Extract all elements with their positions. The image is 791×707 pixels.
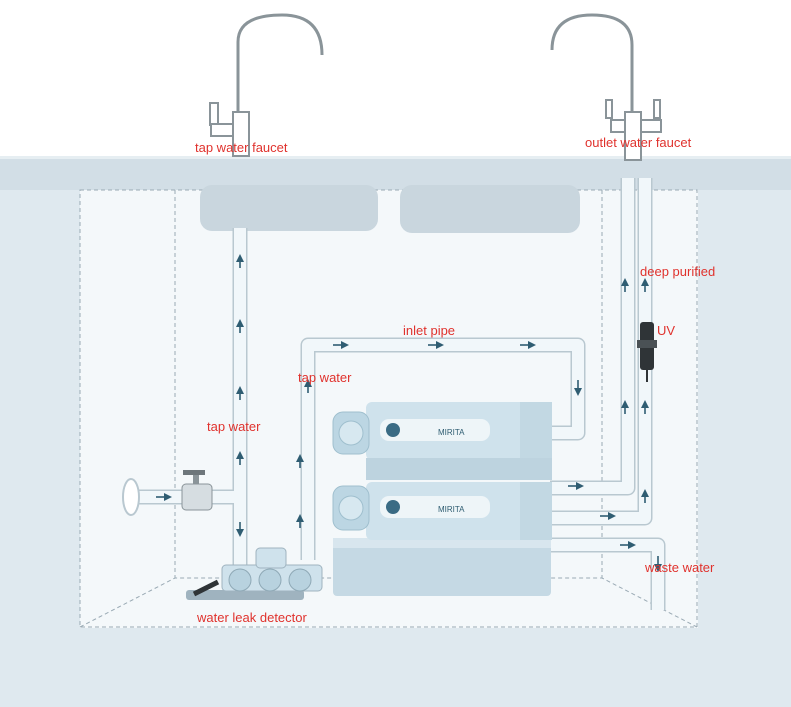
outlet-water-faucet bbox=[550, 13, 662, 161]
right-sink-basin bbox=[400, 185, 580, 233]
filter-module-top bbox=[332, 402, 552, 480]
label-deep-purified: deep purified bbox=[640, 264, 716, 279]
label-uv: UV bbox=[657, 323, 676, 338]
brand-logo-bottom: MIRITA bbox=[438, 505, 465, 514]
brand-logo-top: MIRITA bbox=[438, 428, 465, 437]
label-tap-water-left: tap water bbox=[207, 419, 261, 434]
countertop-edge bbox=[0, 156, 791, 159]
flow-arrows bbox=[156, 254, 662, 572]
label-waste-water: waste water bbox=[645, 560, 715, 575]
shutoff-valve bbox=[122, 470, 213, 516]
label-tap-water-right: tap water bbox=[298, 370, 352, 385]
label-outlet-water-faucet: outlet water faucet bbox=[585, 135, 692, 150]
label-tap-water-faucet: tap water faucet bbox=[195, 140, 288, 155]
label-inlet-pipe: inlet pipe bbox=[403, 323, 456, 338]
left-sink-basin bbox=[200, 185, 378, 231]
uv-lamp bbox=[637, 322, 657, 382]
purifier-base bbox=[333, 538, 551, 596]
countertop bbox=[0, 156, 791, 190]
tap-water-faucet bbox=[209, 13, 324, 157]
filter-module-bottom bbox=[332, 482, 552, 540]
label-water-leak-detector: water leak detector bbox=[197, 610, 307, 625]
water-leak-detector-unit bbox=[186, 547, 323, 600]
